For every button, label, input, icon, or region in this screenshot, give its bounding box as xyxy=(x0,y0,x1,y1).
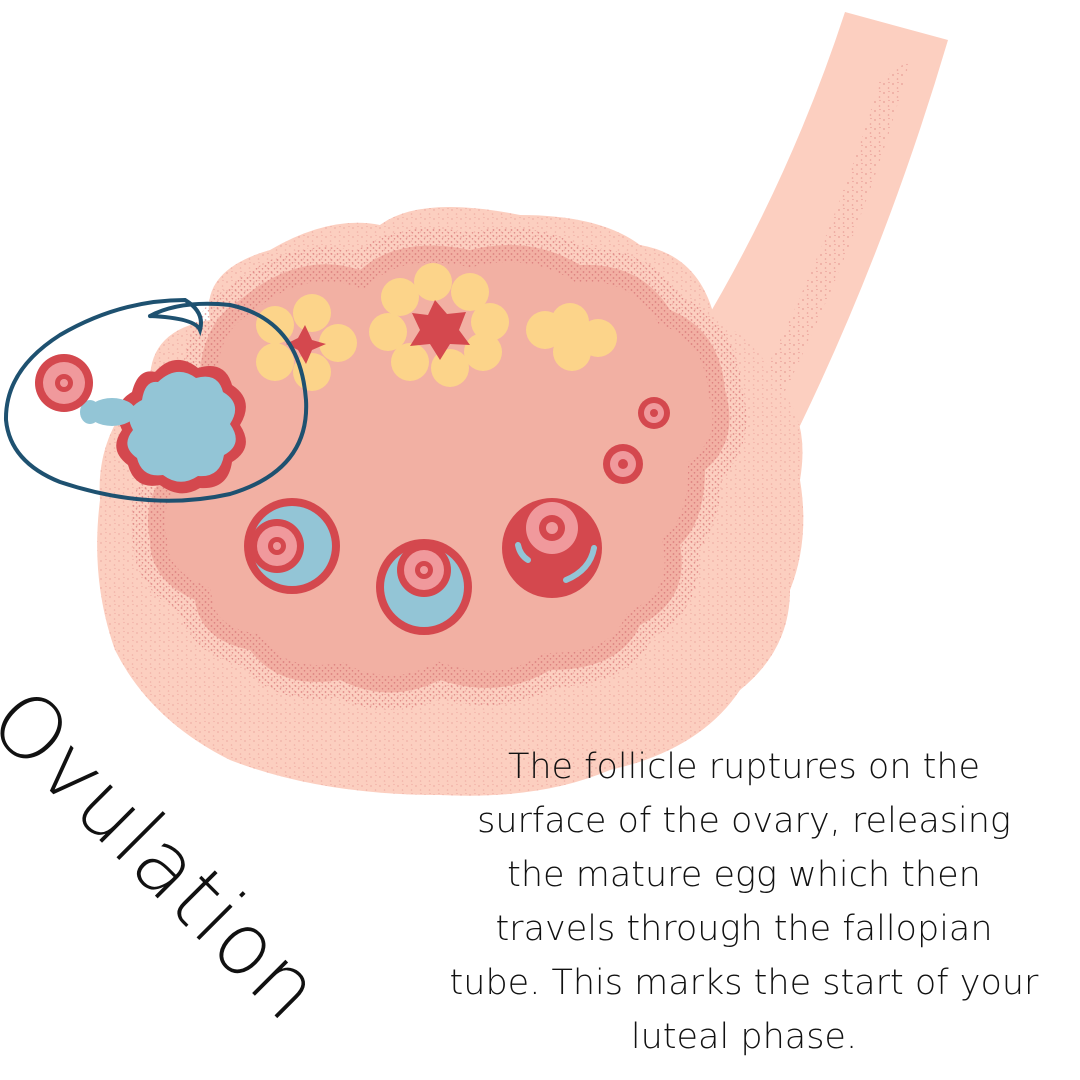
secondary-follicle-right xyxy=(502,498,602,598)
fallopian-tube xyxy=(700,12,948,470)
ruptured-follicle xyxy=(80,359,246,494)
secondary-follicle-left xyxy=(244,498,340,594)
corpus-albicans xyxy=(526,303,617,371)
secondary-follicle-center xyxy=(376,539,472,635)
corpus-luteum-medium xyxy=(256,294,357,391)
description-text: The follicle ruptures on the surface of … xyxy=(449,747,1039,1057)
primary-follicle-2 xyxy=(603,444,643,484)
released-egg xyxy=(35,354,93,412)
primary-follicle-1 xyxy=(638,397,670,429)
highlight-circle xyxy=(3,297,309,503)
corpus-luteum-large xyxy=(369,263,509,387)
